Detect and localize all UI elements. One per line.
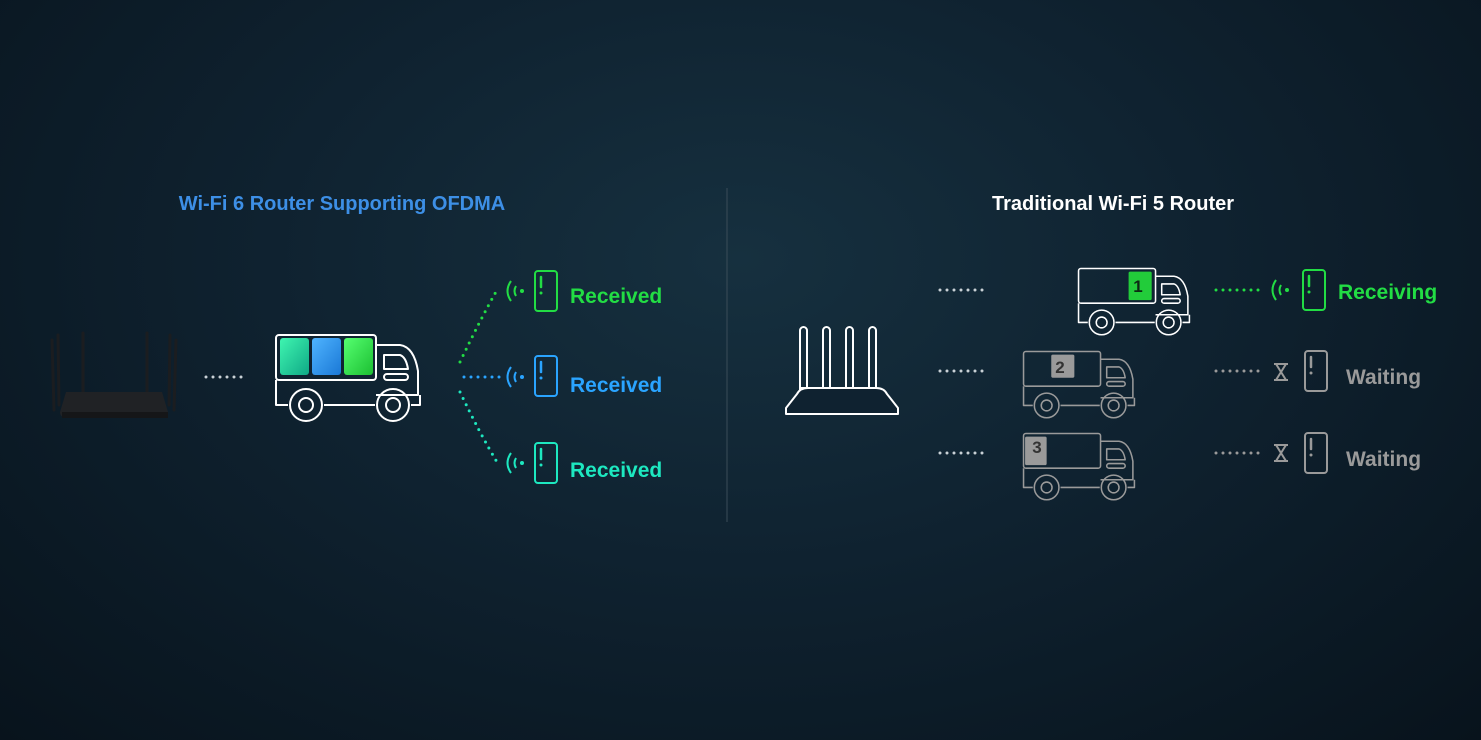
status-label: Receiving (1338, 281, 1437, 304)
truck-icon-2 (1022, 350, 1136, 419)
status-label: Waiting (1346, 366, 1421, 389)
truck-number: 1 (1133, 277, 1142, 296)
wifi5-router-icon (785, 326, 899, 415)
truck-icon-3 (1022, 432, 1136, 501)
packet-3 (344, 338, 373, 375)
link-dots (458, 288, 499, 364)
hourglass-icon (1273, 444, 1289, 462)
phone-icon (533, 441, 559, 485)
phone-icon (533, 354, 559, 398)
wifi-signal-icon (1271, 279, 1290, 301)
status-label: Received (570, 374, 662, 397)
truck-number: 2 (1055, 358, 1064, 377)
wifi-signal-icon (506, 452, 525, 474)
packet-1 (280, 338, 309, 375)
left-title: Wi-Fi 6 Router Supporting OFDMA (179, 193, 505, 215)
wifi6-router-image (50, 331, 178, 418)
status-label: Received (570, 459, 662, 482)
wifi-signal-icon (506, 280, 525, 302)
right-title: Traditional Wi-Fi 5 Router (992, 193, 1234, 215)
truck-number: 3 (1032, 438, 1041, 457)
wifi-signal-icon (506, 366, 525, 388)
ofdma-truck-icon (275, 334, 421, 422)
status-label: Received (570, 285, 662, 308)
phone-icon (1303, 431, 1329, 475)
status-label: Waiting (1346, 448, 1421, 471)
phone-icon (1301, 268, 1327, 312)
truck-icon-1 (1077, 267, 1191, 336)
hourglass-icon (1273, 363, 1289, 381)
link-dots (458, 390, 499, 464)
packet-2 (312, 338, 341, 375)
phone-icon (533, 269, 559, 313)
phone-icon (1303, 349, 1329, 393)
